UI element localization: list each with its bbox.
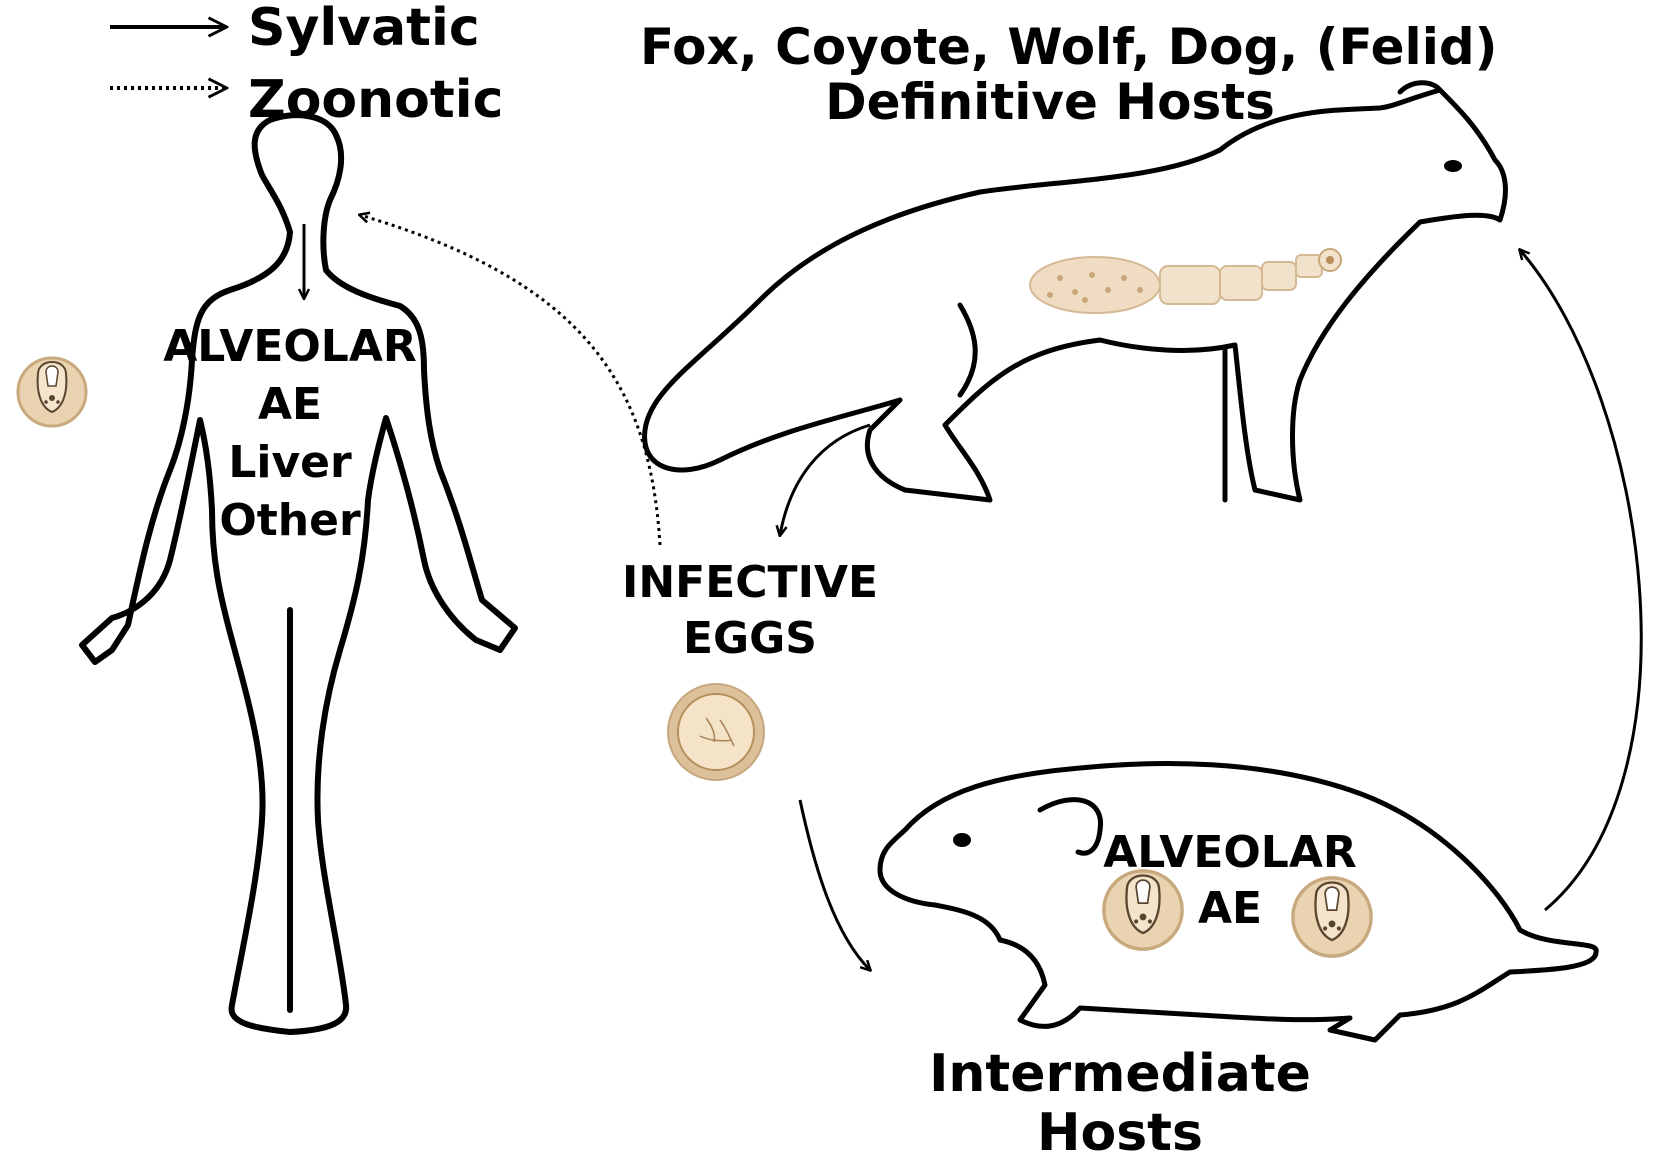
rodent-label-line: ALVEOLAR: [1100, 825, 1360, 881]
egg-icon: [668, 684, 764, 780]
arrow-eggs-to-intermediate: [800, 800, 870, 970]
human-label-line: Liver: [150, 434, 430, 492]
hydatid-cyst-icon: [18, 358, 86, 426]
definitive-hosts-heading: Fox, Coyote, Wolf, Dog, (Felid) Definiti…: [640, 20, 1460, 130]
rodent-infection-label: ALVEOLAR AE: [1100, 825, 1360, 938]
arrow-intermediate-to-definitive: [1520, 250, 1641, 910]
human-label-line: Other: [150, 492, 430, 550]
human-infection-label: ALVEOLAR AE Liver Other: [150, 318, 430, 550]
intermediate-hosts-line: Intermediate: [900, 1045, 1340, 1104]
intermediate-hosts-line: Hosts: [900, 1104, 1340, 1163]
human-silhouette: [82, 115, 515, 1032]
eggs-label-line: EGGS: [600, 611, 900, 667]
human-label-line: ALVEOLAR: [150, 318, 430, 376]
arrow-definitive-to-eggs: [780, 425, 870, 535]
fox-eye: [1444, 160, 1462, 172]
legend-label-zoonotic: Zoonotic: [248, 74, 503, 126]
rodent-label-line: AE: [1100, 881, 1360, 937]
legend-label-sylvatic: Sylvatic: [248, 2, 480, 54]
tapeworm-icon: [1030, 249, 1341, 313]
definitive-hosts-title: Definitive Hosts: [640, 75, 1460, 130]
human-label-line: AE: [150, 376, 430, 434]
infective-eggs-label: INFECTIVE EGGS: [600, 555, 900, 668]
intermediate-hosts-heading: Intermediate Hosts: [900, 1045, 1340, 1163]
definitive-hosts-species: Fox, Coyote, Wolf, Dog, (Felid): [640, 20, 1460, 75]
rodent-eye: [953, 833, 971, 847]
eggs-label-line: INFECTIVE: [600, 555, 900, 611]
